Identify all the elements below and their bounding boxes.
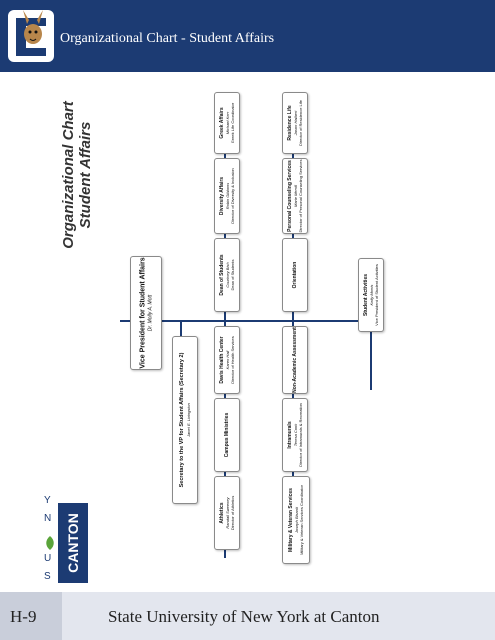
secretary-name: Janet E. Livingston	[186, 403, 191, 437]
canton-box: CANTON	[58, 503, 88, 583]
footer-bar: H-9 State University of New York at Cant…	[0, 592, 495, 640]
vp-name: Dr. Molly A. Mott	[147, 294, 154, 332]
suny-letter: Y	[44, 495, 51, 506]
box-role: Director of Personal Counseling Services	[298, 159, 303, 233]
box-role: Director of Health Services	[230, 336, 235, 384]
box-role: Military & Veteran Services Coordinator	[299, 485, 304, 555]
box-title: Campus Ministries	[224, 412, 230, 458]
canton-word: CANTON	[65, 513, 81, 573]
vp-box: Vice President for Student Affairs Dr. M…	[130, 256, 162, 370]
box-role: Greek Life Coordinator	[230, 102, 235, 144]
student-activities-connector	[370, 320, 372, 390]
suny-letter: S	[44, 571, 51, 582]
campus-ministries-box: Campus Ministries	[214, 398, 240, 472]
leaf-icon	[46, 536, 54, 550]
chart-title-line2: Student Affairs	[77, 121, 94, 229]
secretary-title: Secretary to the VP for Student Affairs …	[179, 352, 185, 488]
secretary-connector	[180, 320, 182, 336]
main-connector	[120, 320, 370, 322]
box-role: Dean of Students	[230, 259, 235, 291]
suny-letter: N	[44, 513, 52, 524]
header-title: Organizational Chart - Student Affairs	[60, 31, 275, 46]
suny-letter: U	[44, 553, 52, 564]
non-academic-assessment-box: Non-Academic Assessment	[282, 326, 308, 394]
org-chart: Vice President for Student Affairs Dr. M…	[120, 92, 480, 572]
secretary-box: Secretary to the VP for Student Affairs …	[172, 336, 198, 504]
chart-title-line1: Organizational Chart	[60, 101, 77, 249]
kangaroo-logo-icon	[8, 10, 54, 62]
box-title: Non-Academic Assessment	[292, 327, 298, 393]
box-role: Director of Residence Life	[298, 99, 303, 147]
box-role: Director of Athletics	[230, 495, 235, 531]
box-role: Vice President of Student Activities	[374, 264, 379, 326]
chart-title-block: Organizational Chart Student Affairs	[60, 90, 100, 260]
footer-page-block: H-9	[0, 592, 62, 640]
footer-title: State University of New York at Canton	[108, 607, 380, 626]
chart-title: Organizational Chart Student Affairs	[60, 90, 94, 260]
box-role: Director of Intramurals & Recreation	[298, 403, 303, 467]
box-title: Orientation	[292, 261, 298, 289]
suny-canton-logo: Y N U S CANTON	[42, 495, 100, 585]
header-bar: Organizational Chart - Student Affairs	[0, 0, 495, 72]
orientation-box: Orientation	[282, 238, 308, 312]
page-number: H-9	[10, 607, 37, 626]
vp-title: Vice President for Student Affairs	[139, 257, 147, 369]
box-role: Director of Diversity & Inclusion	[230, 168, 235, 224]
